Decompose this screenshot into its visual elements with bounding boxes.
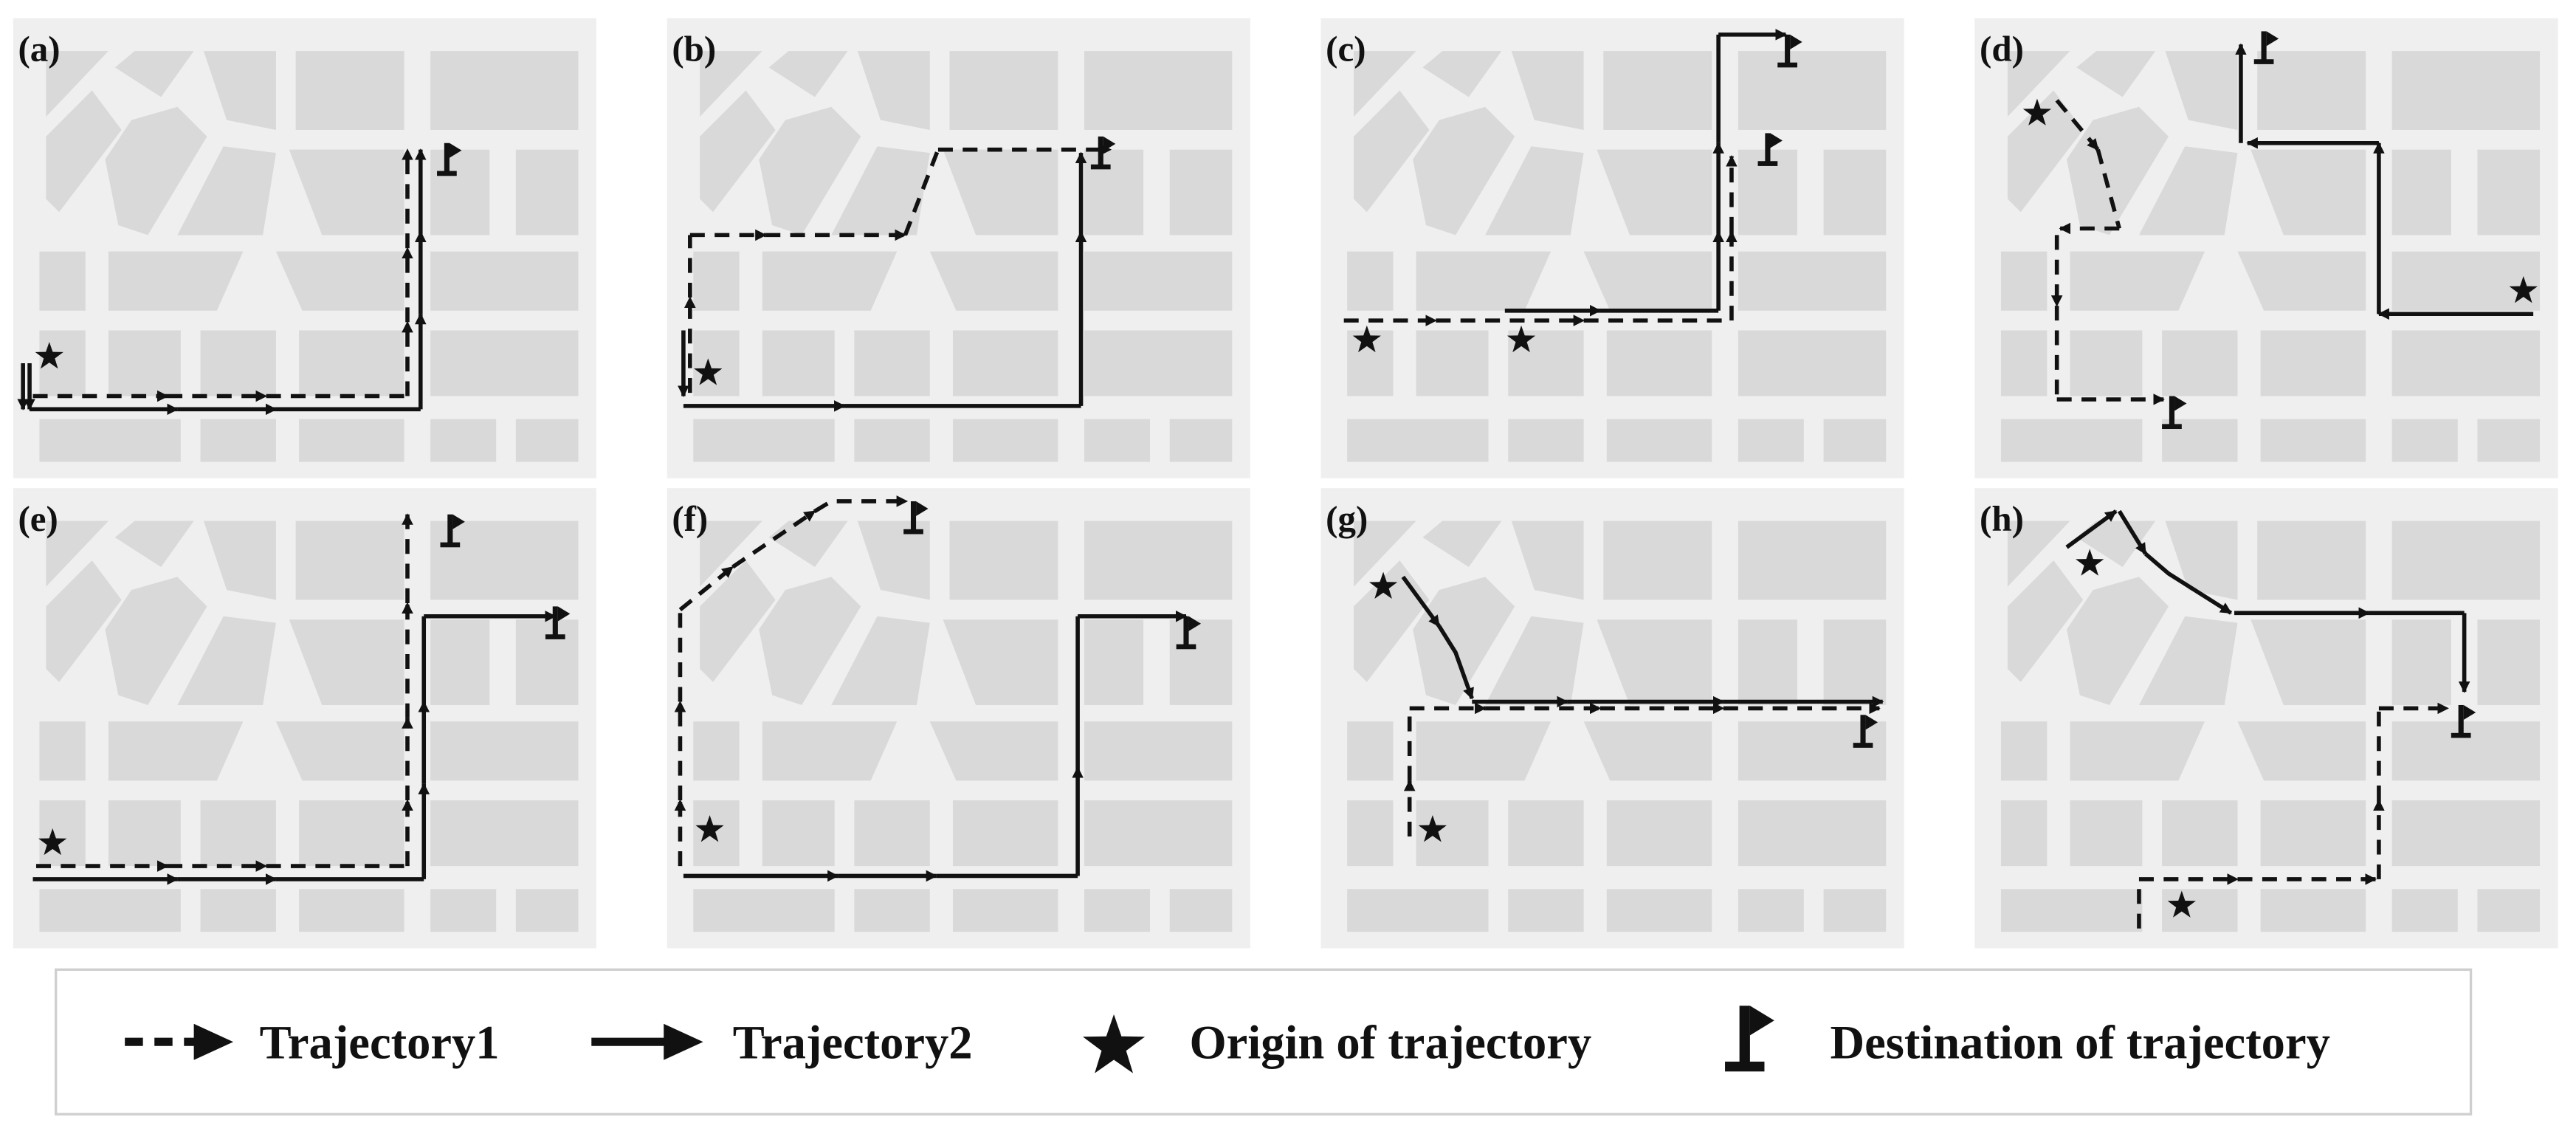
street-map (667, 18, 1250, 478)
legend-destination-label: Destination of trajectory (1831, 1016, 2330, 1069)
panel-h: (h) (1974, 488, 2558, 949)
panel-e: (e) (13, 488, 596, 949)
street-map (1974, 18, 2558, 478)
panel-label: (f) (672, 498, 708, 539)
panel-label: (d) (1980, 28, 2024, 69)
trajectory2-path (2065, 509, 2470, 693)
trajectory1-path (674, 495, 909, 867)
trajectory1-path (1403, 702, 1881, 837)
panel-f: (f) (667, 488, 1250, 949)
panel-label: (c) (1326, 28, 1366, 69)
legend-item-destination: Destination of trajectory (1725, 1006, 2330, 1072)
panel-label: (h) (1980, 498, 2024, 539)
legend-origin-label: Origin of trajectory (1189, 1016, 1591, 1069)
panel-d: (d) (1974, 18, 2558, 478)
arrowhead-icon (193, 1023, 234, 1060)
panel-g: (g) (1320, 488, 1904, 949)
panel-a: (a) (13, 18, 596, 478)
legend: Trajectory1 Trajectory2 Origin of trajec… (55, 968, 2473, 1116)
trajectory1-path (35, 513, 413, 872)
legend-item-trajectory2: Trajectory2 (591, 1016, 973, 1069)
trajectory2-path (17, 148, 427, 416)
trajectory2-path (2235, 43, 2534, 320)
street-map (667, 488, 1250, 949)
trajectory2-path (1401, 575, 1884, 708)
legend-trajectory2-label: Trajectory2 (733, 1016, 973, 1069)
panel-label: (g) (1326, 498, 1368, 539)
panel-label: (b) (672, 28, 716, 69)
panel-c: (c) (1320, 18, 1904, 478)
trajectory2-path (32, 610, 557, 885)
trajectory1-path (2050, 99, 2165, 405)
trajectory2-path (1504, 29, 1787, 317)
trajectory1-path (32, 148, 413, 402)
panel-b: (b) (667, 18, 1250, 478)
legend-trajectory1-label: Trajectory1 (260, 1016, 500, 1069)
arrowhead-icon (664, 1023, 703, 1060)
street-map (1320, 18, 1904, 478)
legend-item-trajectory1: Trajectory1 (125, 1016, 500, 1069)
legend-item-origin: Origin of trajectory (1082, 1014, 1591, 1073)
trajectory1-path (684, 143, 1112, 394)
trajectory1-path (2137, 702, 2449, 929)
panel-label: (e) (18, 498, 58, 539)
trajectory2-path (678, 151, 1087, 412)
trajectory2-path (683, 610, 1188, 882)
panel-label: (a) (18, 28, 60, 69)
